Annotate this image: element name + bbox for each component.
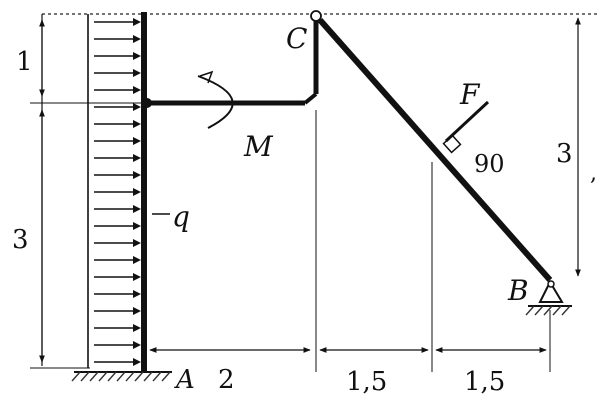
ground-support-a bbox=[71, 371, 172, 382]
force-f-arrow bbox=[442, 100, 490, 154]
load-arrow-head bbox=[133, 154, 141, 162]
ground-hatch bbox=[89, 371, 99, 382]
inclined-bar-cb bbox=[317, 18, 553, 282]
load-arrow-head bbox=[133, 188, 141, 196]
ground-hatch bbox=[134, 371, 144, 382]
dim-left-bottom: 3 bbox=[12, 225, 29, 255]
ground-hatch bbox=[552, 305, 562, 316]
ground-hatch bbox=[543, 305, 553, 316]
label-comma-mark: , bbox=[590, 161, 597, 186]
load-arrow-head bbox=[133, 69, 141, 77]
ground-hatch bbox=[534, 305, 544, 316]
dim-right-height: 3 bbox=[556, 139, 573, 169]
ground-hatch bbox=[525, 305, 535, 316]
ground-hatch bbox=[80, 371, 90, 382]
load-arrow-head bbox=[133, 324, 141, 332]
ground-hatch bbox=[125, 371, 135, 382]
ground-hatch bbox=[107, 371, 117, 382]
label-load-q: q bbox=[172, 200, 190, 233]
ground-hatch bbox=[98, 371, 108, 382]
dim-left-top: 1 bbox=[16, 47, 33, 77]
label-point-a: A bbox=[174, 365, 195, 395]
ground-hatch bbox=[161, 371, 171, 382]
load-arrow-head bbox=[133, 358, 141, 366]
ground-hatch bbox=[152, 371, 162, 382]
load-arrow-head bbox=[133, 35, 141, 43]
ground-hatch bbox=[143, 371, 153, 382]
load-arrow-head bbox=[133, 341, 141, 349]
left-dimensions bbox=[30, 14, 150, 369]
ground-hatch bbox=[116, 371, 126, 382]
dim-bottom-third: 1,5 bbox=[464, 367, 505, 397]
load-arrow-head bbox=[133, 205, 141, 213]
label-force-f: F bbox=[459, 78, 481, 111]
pin-support-b bbox=[525, 279, 572, 316]
label-angle: 90 bbox=[474, 150, 505, 178]
load-arrow-head bbox=[133, 290, 141, 298]
ground-hatch bbox=[71, 371, 81, 382]
label-moment-m: M bbox=[243, 130, 274, 163]
moment-arc bbox=[197, 70, 234, 129]
load-arrow-head bbox=[133, 307, 141, 315]
hinge-c bbox=[310, 10, 322, 22]
load-arrow-head bbox=[133, 52, 141, 60]
load-arrow-head bbox=[133, 256, 141, 264]
load-arrow-head bbox=[133, 120, 141, 128]
load-arrow-head bbox=[133, 86, 141, 94]
bottom-dimensions bbox=[149, 110, 551, 372]
load-arrow-head bbox=[133, 222, 141, 230]
dim-bottom-second: 1,5 bbox=[346, 367, 387, 397]
load-arrow-head bbox=[133, 137, 141, 145]
distributed-load-arrows bbox=[94, 18, 141, 366]
dim-bottom-first: 2 bbox=[218, 365, 235, 395]
load-arrow-head bbox=[133, 171, 141, 179]
ground-hatch bbox=[561, 305, 571, 316]
horizontal-arm bbox=[142, 18, 319, 108]
load-arrow-head bbox=[133, 273, 141, 281]
load-arrow-head bbox=[133, 18, 141, 26]
load-arrow-head bbox=[133, 239, 141, 247]
label-point-b: B bbox=[507, 274, 529, 307]
load-arrow-head bbox=[133, 103, 141, 111]
label-point-c: C bbox=[286, 22, 307, 55]
